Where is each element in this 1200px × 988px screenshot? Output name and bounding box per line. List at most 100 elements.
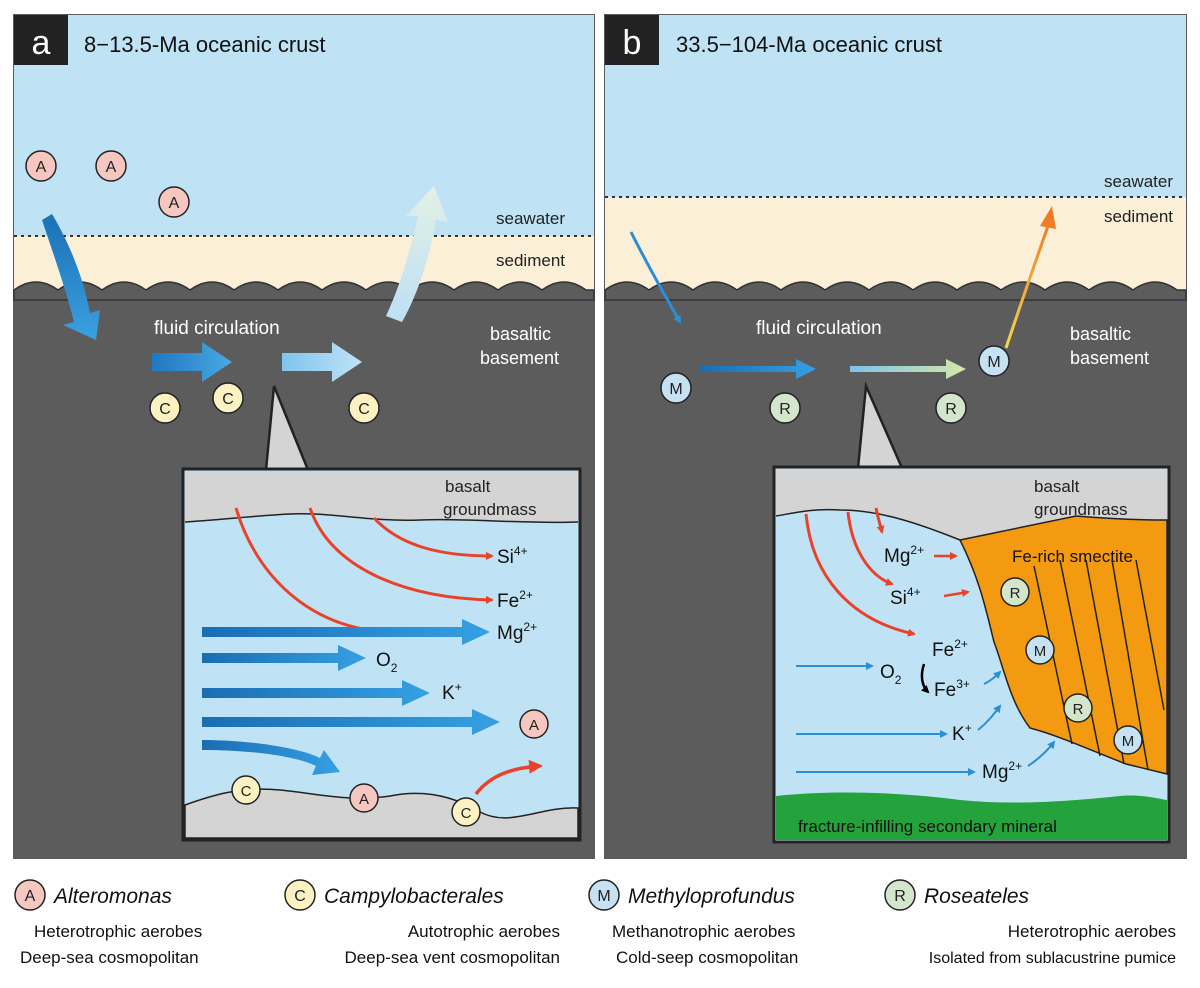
svg-text:M: M [987,354,1000,371]
downwelling-arrow-b [629,231,682,324]
basement-label-b-2: basement [1070,348,1149,368]
svg-text:A: A [106,159,117,176]
methyloprofundus-marker: M [1025,635,1055,665]
svg-text:C: C [222,391,234,408]
legend-marker-c [284,879,316,911]
red-arrow-si-b [846,511,894,586]
alteromonas-marker: A [95,150,127,182]
ion-k-a: K+ [442,680,462,704]
ion-fe2-b: Fe2+ [932,637,968,661]
inset-a-flow-o2 [202,645,366,671]
basement-label-a-2: basement [480,348,559,368]
ion-fe-a: Fe2+ [497,588,533,612]
legend-marker-r [884,879,916,911]
legend-desc-c-2: Deep-sea vent cosmopolitan [345,948,560,967]
svg-text:C: C [241,783,252,800]
ion-fe3-b: Fe3+ [934,677,970,701]
svg-text:M: M [669,381,682,398]
smectite-label: Fe-rich smectite [1012,547,1133,566]
svg-text:M: M [597,888,610,905]
ion-k-b: K+ [952,721,972,745]
svg-text:A: A [25,888,36,905]
inset-a-flow-mg [202,619,490,645]
panel-a-title: 8−13.5-Ma oceanic crust [84,32,326,57]
flow-arrow-b-1 [700,359,816,379]
svg-text:A: A [169,195,180,212]
legend-name-r: Roseateles [924,885,1030,908]
groundmass-label-b-1: basalt [1034,477,1080,496]
panel-a-letter-box [14,15,68,65]
svg-text:C: C [159,401,171,418]
sediment-label-b: sediment [1104,207,1173,226]
methyloprofundus-marker: M [978,345,1010,377]
legend-item-alteromonas: A Alteromonas Heterotrophic aerobes Deep… [14,879,202,967]
upwelling-arrow-a [386,186,448,322]
inset-a-flow-k [202,680,430,706]
red-arrow-mg-b-a [874,507,885,534]
campylobacterales-marker: C [348,392,380,424]
ion-o2-a: O2 [376,650,398,675]
legend-name-c: Campylobacterales [324,885,504,908]
svg-text:C: C [461,805,472,822]
roseateles-marker: R [1000,577,1030,607]
legend-item-methyloprofundus: M Methyloprofundus Methanotrophic aerobe… [588,879,798,967]
panel-b: b 33.5−104-Ma oceanic crust seawater sed… [604,14,1187,859]
legend-desc-c-1: Autotrophic aerobes [408,922,560,941]
oxidation-arrow [920,663,930,694]
groundmass-label-a-2: groundmass [443,500,537,519]
legend-desc-a-2: Deep-sea cosmopolitan [20,948,199,967]
red-arrow-out-a [474,759,543,796]
ion-mg-a: Mg2+ [497,620,537,644]
legend-name-m: Methyloprofundus [628,885,795,908]
fluid-label-a: fluid circulation [154,318,280,339]
downwelling-arrow-a [42,214,100,340]
alteromonas-marker: A [25,150,57,182]
seawater-layer-a [14,15,594,236]
campylobacterales-marker: C [212,382,244,414]
legend-desc-m-2: Cold-seep cosmopolitan [616,948,798,967]
alteromonas-marker: A [519,709,549,739]
roseateles-marker: R [1063,693,1093,723]
campylobacterales-marker: C [149,392,181,424]
roseateles-marker: R [935,392,967,424]
panel-b-title: 33.5−104-Ma oceanic crust [676,32,942,57]
inset-b-groundmass [776,469,1167,540]
svg-text:R: R [779,401,791,418]
upwelling-arrow-b-head [1040,206,1056,229]
basalt-pillow-top-a [13,281,595,301]
flow-arrow-a-1 [152,342,232,382]
red-arrow-fe-b [804,513,916,637]
svg-text:R: R [894,888,906,905]
ion-si-b: Si4+ [890,585,921,609]
sediment-label-a: sediment [496,251,565,270]
basement-label-a-1: basaltic [490,324,551,344]
inset-a-groundmass-top [185,471,578,523]
svg-text:M: M [1122,733,1135,750]
fracture-mineral-label: fracture-infilling secondary mineral [798,817,1057,836]
inset-a-flow-curve [202,740,340,775]
campylobacterales-marker: C [231,775,261,805]
inset-a-flow-a [202,709,500,735]
svg-text:R: R [1073,701,1084,718]
inset-b-groundmass-edge [775,508,961,541]
legend-desc-r-1: Heterotrophic aerobes [1008,922,1176,941]
inset-b-fracture-mineral [776,792,1167,840]
legend-desc-m-1: Methanotrophic aerobes [612,922,795,941]
alteromonas-marker: A [349,783,379,813]
sediment-layer-b [605,197,1186,290]
seawater-layer-b [605,15,1186,197]
groundmass-label-a-1: basalt [445,477,491,496]
panel-a: a 8−13.5-Ma oceanic crust seawater sedim… [13,14,595,859]
legend-item-roseateles: R Roseateles Heterotrophic aerobes Isola… [884,879,1176,967]
legend-desc-a-1: Heterotrophic aerobes [34,922,202,941]
red-arrow-si-a [372,516,494,560]
legend-name-a: Alteromonas [52,885,172,908]
svg-text:M: M [1034,643,1047,660]
methyloprofundus-marker: M [660,372,692,404]
methyloprofundus-marker: M [1113,725,1143,755]
legend-marker-a [14,879,46,911]
flow-arrow-b-2 [850,359,966,379]
legend: A Alteromonas Heterotrophic aerobes Deep… [14,879,1176,967]
alteromonas-marker: A [158,186,190,218]
svg-text:C: C [294,888,306,905]
